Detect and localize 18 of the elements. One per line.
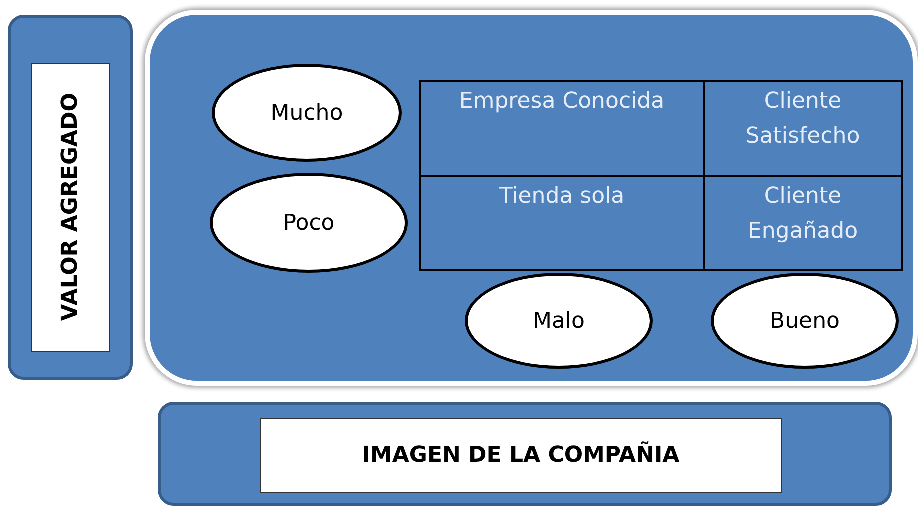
matrix-cell: [703, 175, 903, 271]
node-label: Cliente Satisfecho: [744, 88, 862, 151]
node-label: Bueno: [770, 308, 840, 334]
node-label: Empresa Conocida: [458, 88, 666, 116]
bottom-panel: [158, 402, 892, 506]
matrix-cell: [419, 80, 705, 177]
node-label: Malo: [532, 308, 586, 334]
matrix-cell: [703, 80, 903, 177]
node-label: Mucho: [270, 100, 344, 126]
side-panel: [8, 15, 133, 380]
node-label: Tienda sola: [498, 183, 626, 211]
node-label: VALOR AGREGADO: [58, 93, 83, 322]
label-box: [31, 63, 110, 352]
matrix-cell: [419, 175, 705, 271]
node-label: IMAGEN DE LA COMPAÑIA: [362, 443, 680, 468]
node-label: Poco: [283, 210, 335, 236]
label-box: [260, 418, 782, 493]
node-label: Cliente Engañado: [746, 183, 860, 246]
